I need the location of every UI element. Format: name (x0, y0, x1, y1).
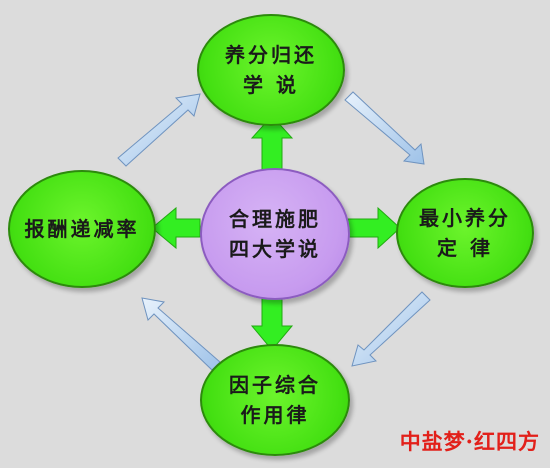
watermark-logo: 中盐梦·红四方 (399, 429, 540, 454)
arrow-right-to-bottom (351, 291, 431, 367)
node-minimum-law-line1: 最小养分 (419, 206, 511, 230)
node-nutrient-return: 养分归还 学 说 (197, 14, 345, 126)
node-diminishing-returns-line1: 报酬递减率 (24, 217, 140, 241)
arrow-center-to-right (347, 206, 401, 250)
node-diminishing-returns: 报酬递减率 (8, 170, 156, 288)
arrow-center-to-left (151, 206, 201, 250)
node-center-theories: 合理施肥 四大学说 (200, 168, 350, 300)
node-center-line1: 合理施肥 (229, 207, 321, 231)
node-center-line2: 四大学说 (229, 237, 321, 261)
arrow-center-to-bottom (250, 297, 294, 351)
arrow-center-to-top (250, 115, 294, 171)
arrow-top-to-right (344, 91, 425, 165)
arrow-bottom-to-left (141, 297, 221, 371)
node-minimum-law-line2: 定 律 (437, 236, 493, 260)
node-factor-interaction-line1: 因子综合 (229, 373, 321, 397)
node-factor-interaction: 因子综合 作用律 (200, 344, 350, 456)
node-nutrient-return-line2: 学 说 (243, 73, 299, 97)
node-minimum-law: 最小养分 定 律 (396, 178, 534, 288)
node-nutrient-return-line1: 养分归还 (225, 43, 317, 67)
arrow-left-to-top (117, 93, 201, 167)
node-factor-interaction-line2: 作用律 (240, 403, 310, 427)
